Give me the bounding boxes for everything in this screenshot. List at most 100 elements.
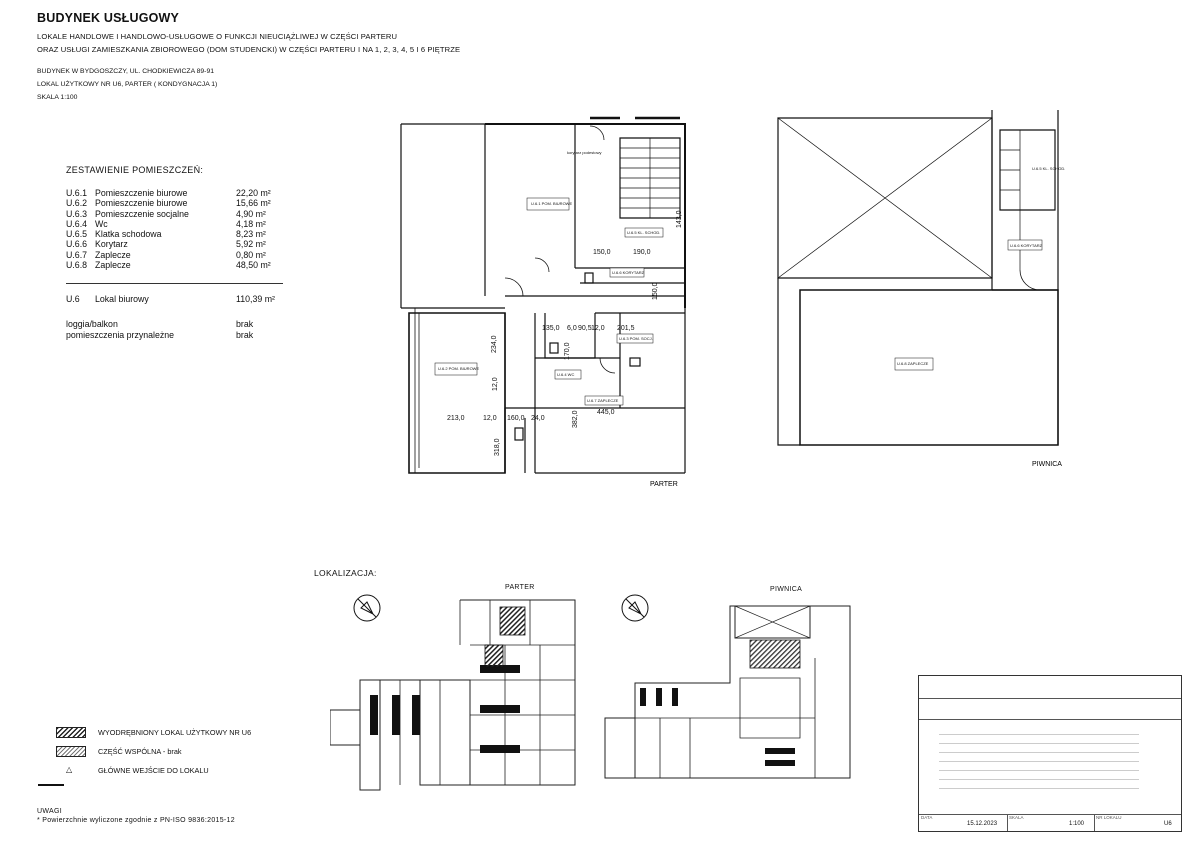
rooms-table-total: U.6 Lokal biurowy 110,39 m²: [66, 294, 286, 305]
legend-swatch-common: [56, 746, 86, 757]
room-name: Wc: [95, 218, 108, 229]
dimension-label: 150,0: [593, 249, 611, 256]
dimension-label: 201,5: [617, 325, 635, 332]
room-row: U.6.5 Klatka schodowa 8,23 m²: [66, 229, 286, 239]
room-tag-u65: U.6.5 KL. SCHOD.: [627, 230, 660, 235]
legend-item-entrance: GŁÓWNE WEJŚCIE DO LOKALU: [98, 766, 209, 775]
title-block: DATA 15.12.2023 SKALA 1:100 NR LOKALU U6: [918, 675, 1182, 832]
total-id: U.6: [66, 294, 80, 304]
room-name: Pomieszczenie socjalne: [95, 208, 189, 219]
localization-parter-plan: [330, 599, 576, 791]
localization-piwnica-plan: [604, 605, 851, 779]
room-name: Zaplecze: [95, 249, 131, 260]
legend-swatch-unit: [56, 727, 86, 738]
north-arrow-icon: [621, 594, 649, 622]
page-title: BUDYNEK USŁUGOWY: [37, 11, 180, 25]
legend-item-unit: WYODRĘBNIONY LOKAL UŻYTKOWY NR U6: [98, 728, 252, 737]
room-name: Zaplecze: [95, 260, 131, 271]
room-row: U.6.3 Pomieszczenie socjalne 4,90 m²: [66, 209, 286, 219]
room-id: U.6.2: [66, 198, 88, 209]
room-area: 4,18 m²: [236, 218, 266, 229]
room-tag-u64: U.6.4 WC: [557, 372, 574, 377]
room-row: U.6.4 Wc 4,18 m²: [66, 219, 286, 229]
appurtenant-label: pomieszczenia przynależne: [66, 330, 175, 340]
room-tag-u62: U.6.2 POM. BIUROWE: [438, 366, 479, 371]
dimension-label: 12,0: [483, 415, 497, 422]
rooms-table-divider: [66, 283, 283, 284]
room-area: 5,92 m²: [236, 239, 266, 250]
legend-item-common: CZĘŚĆ WSPÓLNA - brak: [98, 747, 182, 756]
uwagi-label: UWAGI: [37, 808, 62, 815]
room-tag-piw-u66: U.6.6 KORYTARZ: [1010, 243, 1043, 248]
title-block-scale-label: SKALA: [1009, 815, 1024, 820]
piwnica-floor-plan: U.6.8 ZAPLECZE U.6.6 KORYTARZ U.6.5 KL. …: [777, 110, 1065, 468]
room-area: 22,20 m²: [236, 188, 271, 198]
room-name: Pomieszczenie biurowe: [95, 188, 188, 198]
dimension-label: 170,0: [564, 342, 571, 360]
localization-heading: LOKALIZACJA:: [314, 568, 377, 578]
room-tag-u66: U.6.6 KORYTARZ: [612, 270, 645, 275]
footer-note: * Powierzchnie wyliczone zgodnie z PN-IS…: [37, 817, 235, 824]
localization-piwnica-label: PIWNICA: [770, 586, 803, 593]
rooms-table-heading: ZESTAWIENIE POMIESZCZEŃ:: [66, 165, 204, 175]
title-block-date: 15.12.2023: [967, 821, 998, 827]
room-area: 8,23 m²: [236, 229, 266, 240]
room-tag-u63: U.6.3 POM. SOCJ.: [619, 336, 653, 341]
dimension-label: 382,0: [572, 410, 579, 428]
subtitle-line-1: LOKALE HANDLOWE I HANDLOWO-USŁUGOWE O FU…: [37, 32, 398, 41]
room-name: Korytarz: [95, 239, 128, 250]
room-id: U.6.3: [66, 208, 88, 219]
room-id: U.6.1: [66, 188, 88, 198]
title-block-scale: 1:100: [1069, 821, 1085, 827]
total-area: 110,39 m²: [236, 294, 275, 304]
appurtenant-value: brak: [236, 330, 254, 340]
rooms-table-extra: loggia/balkon brak pomieszczenia przynal…: [66, 319, 296, 343]
scale-bar: [38, 784, 64, 786]
dimension-label: 160,0: [507, 415, 525, 422]
room-id: U.6.8: [66, 260, 88, 271]
room-name: Klatka schodowa: [95, 229, 162, 240]
room-area: 4,90 m²: [236, 208, 266, 219]
north-arrow-icon: [353, 594, 381, 622]
localization-parter-label: PARTER: [505, 584, 535, 591]
piwnica-label: PIWNICA: [1032, 461, 1062, 468]
room-tag-piw-u65: U.6.5 KL. SCHOD.: [1032, 166, 1065, 171]
dimension-label: 24,0: [531, 415, 545, 422]
scale-line: SKALA 1:100: [37, 94, 78, 101]
dimension-label: 135,0: [542, 325, 560, 332]
room-id: U.6.5: [66, 229, 88, 240]
subtitle-line-2: ORAZ USŁUGI ZAMIESZKANIA ZBIOROWEGO (DOM…: [37, 45, 461, 54]
room-id: U.6.7: [66, 249, 88, 260]
total-name: Lokal biurowy: [95, 294, 149, 304]
dimension-label: 6,0: [567, 325, 577, 332]
room-tag-u67: U.6.7 ZAPLECZE: [587, 398, 619, 403]
dimension-label: 12,0: [492, 377, 499, 391]
dimension-label: 90,5: [578, 325, 592, 332]
room-area: 0,80 m²: [236, 249, 266, 260]
dimension-label: 213,0: [447, 415, 465, 422]
dimension-label: 318,0: [494, 438, 501, 456]
dimension-label: 445,0: [597, 409, 615, 416]
parter-label: PARTER: [650, 481, 678, 488]
dimension-label: 234,0: [491, 335, 498, 353]
room-area: 15,66 m²: [236, 198, 271, 209]
room-row: U.6.1 Pomieszczenie biurowe 22,20 m²: [66, 188, 286, 198]
room-tag-u61: U.6.1 POM. BIUROWE: [531, 201, 572, 206]
address-line: BUDYNEK W BYDGOSZCZY, UL. CHODKIEWICZA 8…: [37, 68, 215, 75]
triangle-icon: △: [66, 765, 73, 774]
title-block-date-label: DATA: [921, 815, 933, 820]
unit-line: LOKAL UŻYTKOWY NR U6, PARTER ( KONDYGNAC…: [37, 81, 218, 88]
title-block-unit-label: NR LOKALU: [1096, 815, 1122, 820]
corridor-note: korytarz podestowy: [567, 150, 601, 155]
title-block-unit: U6: [1164, 821, 1172, 827]
room-row: U.6.7 Zaplecze 0,80 m²: [66, 250, 286, 260]
loggia-label: loggia/balkon: [66, 319, 118, 329]
dimension-label: 143,0: [676, 210, 683, 228]
room-id: U.6.4: [66, 218, 88, 229]
loggia-value: brak: [236, 319, 254, 329]
room-name: Pomieszczenie biurowe: [95, 198, 188, 209]
